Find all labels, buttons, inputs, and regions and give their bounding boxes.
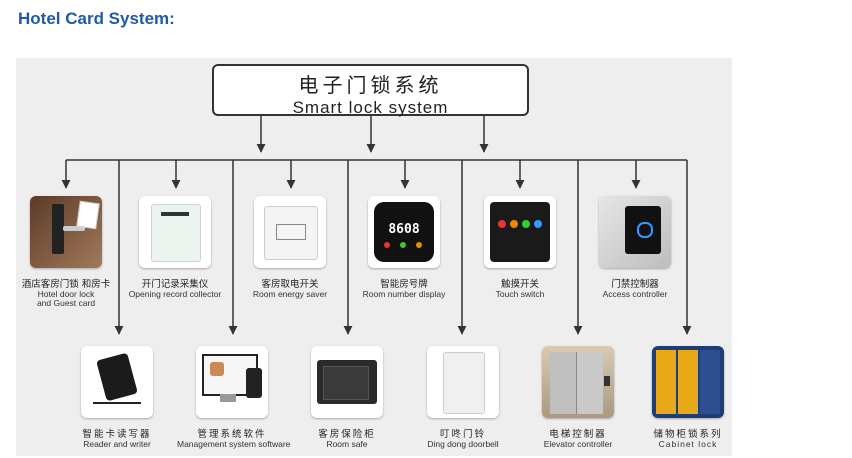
- software-label-cn: 管理系统软件: [197, 429, 267, 440]
- node-card-reader: 智能卡读写器 Reader and writer: [62, 346, 172, 449]
- node-software: 管理系统软件 Management system software: [177, 346, 291, 449]
- energy-saver-label-en: Room energy saver: [252, 289, 328, 299]
- elevator-icon: [542, 346, 614, 418]
- room-safe-label-cn: 客房保险柜: [318, 429, 376, 440]
- node-access-controller: 门禁控制器 Access controller: [580, 196, 690, 299]
- elevator-label-cn: 电梯控制器: [549, 429, 607, 440]
- energy-saver-label-cn: 客房取电开关: [261, 279, 319, 290]
- access-controller-label-en: Access controller: [602, 289, 668, 299]
- room-number-label-en: Room number display: [362, 289, 446, 299]
- root-title-en: Smart lock system: [292, 98, 449, 117]
- doorbell-icon: [427, 346, 499, 418]
- touch-switch-label-cn: 触摸开关: [500, 279, 539, 290]
- access-controller-icon: [599, 196, 671, 268]
- touch-switch-label-en: Touch switch: [495, 289, 545, 299]
- room-number-label-cn: 智能房号牌: [380, 279, 428, 290]
- door-lock-icon: [30, 196, 102, 268]
- node-touch-switch: 触摸开关 Touch switch: [465, 196, 575, 299]
- cabinet-lock-label-en: Cabinet lock: [658, 439, 718, 449]
- node-record-collector: 开门记录采集仪 Opening record collector: [120, 196, 230, 299]
- door-lock-label-en2: and Guest card: [36, 298, 96, 308]
- computer-icon: [196, 346, 268, 418]
- doorbell-label-cn: 叮咚门铃: [439, 429, 486, 440]
- record-collector-label-en: Opening record collector: [128, 289, 222, 299]
- record-collector-icon: [139, 196, 211, 268]
- root-node: 电子门锁系统 Smart lock system: [212, 64, 529, 117]
- node-door-lock: 酒店客房门锁 和房卡 Hotel door lock and Guest car…: [11, 196, 121, 308]
- doorbell-label-en: Ding dong doorbell: [427, 439, 499, 449]
- door-lock-label-en: Hotel door lock: [37, 289, 95, 299]
- root-title-cn: 电子门锁系统: [298, 73, 443, 97]
- card-reader-label-cn: 智能卡读写器: [82, 429, 152, 440]
- access-controller-label-cn: 门禁控制器: [611, 279, 659, 290]
- room-number-icon: 8608: [368, 196, 440, 268]
- node-room-safe: 客房保险柜 Room safe: [292, 346, 402, 449]
- touch-switch-icon: [484, 196, 556, 268]
- page-heading: Hotel Card System:: [18, 9, 175, 28]
- elevator-label-en: Elevator controller: [543, 439, 613, 449]
- safe-icon: [311, 346, 383, 418]
- software-label-en: Management system software: [177, 439, 291, 449]
- room-safe-label-en: Room safe: [326, 439, 368, 449]
- record-collector-label-cn: 开门记录采集仪: [141, 279, 209, 290]
- locker-icon: [652, 346, 724, 418]
- node-energy-saver: 客房取电开关 Room energy saver: [235, 196, 345, 299]
- card-reader-icon: [81, 346, 153, 418]
- door-lock-label-cn: 酒店客房门锁 和房卡: [21, 279, 111, 290]
- node-cabinet-lock: 储物柜锁系列 Cabinet lock: [633, 346, 743, 449]
- energy-saver-icon: [254, 196, 326, 268]
- node-elevator: 电梯控制器 Elevator controller: [523, 346, 633, 449]
- cabinet-lock-label-cn: 储物柜锁系列: [653, 429, 723, 440]
- card-reader-label-en: Reader and writer: [83, 439, 151, 449]
- node-room-number: 8608 智能房号牌 Room number display: [349, 196, 459, 299]
- node-doorbell: 叮咚门铃 Ding dong doorbell: [408, 346, 518, 449]
- room-number-display: 8608: [388, 222, 420, 237]
